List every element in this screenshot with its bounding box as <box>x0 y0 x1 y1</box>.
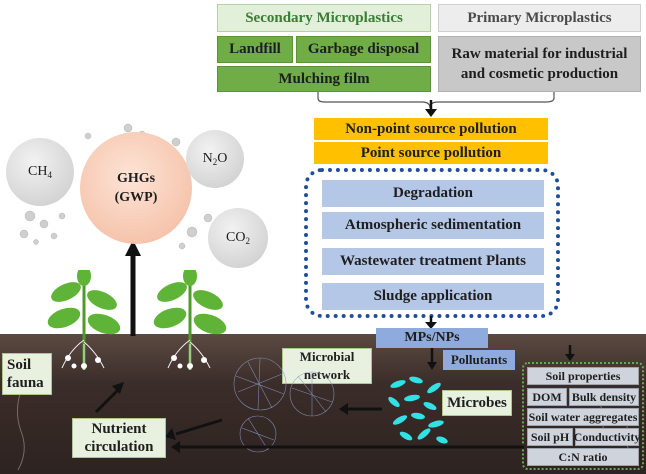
soil-property-dom: DOM <box>527 388 567 406</box>
point-source-box: Point source pollution <box>314 142 548 164</box>
non-point-source-box: Non-point source pollution <box>314 118 548 140</box>
primary-microplastics-title: Primary Microplastics <box>438 4 641 32</box>
arrow-left-icon <box>339 403 382 415</box>
pathway-degradation: Degradation <box>322 180 544 207</box>
secondary-microplastics-title: Secondary Microplastics <box>217 4 431 32</box>
soil-property-bulk-density: Bulk density <box>569 388 639 406</box>
plant-right-icon <box>153 270 227 370</box>
arrow-left-icon <box>165 418 223 440</box>
co2-bubble: CO2 <box>208 208 268 268</box>
n2o-label: N2O <box>202 151 228 167</box>
arrow-down-icon <box>427 348 437 370</box>
microbes-label: Microbes <box>442 390 512 416</box>
arrow-left-icon <box>171 441 524 453</box>
sources-bracket <box>317 92 555 109</box>
soil-property-water-aggregates: Soil water aggregates <box>527 408 639 426</box>
raw-material-box: Raw material for industrial and cosmetic… <box>438 36 641 92</box>
arrow-up-icon <box>94 382 124 414</box>
mulching-film-box: Mulching film <box>217 66 431 92</box>
arrow-down-icon <box>425 100 437 117</box>
arrow-down-icon <box>565 345 575 361</box>
nutrient-circulation-label: Nutrient circulation <box>72 418 166 458</box>
soil-property-cn-ratio: C:N ratio <box>527 448 639 466</box>
soil-property-conductivity: Conductivity <box>574 428 640 446</box>
pathway-wastewater-treatment: Wastewater treatment Plants <box>322 248 544 275</box>
ghgs-bubble: GHGs (GWP) <box>80 132 192 244</box>
pollutants-box: Pollutants <box>443 350 515 370</box>
soil-property-ph: Soil pH <box>527 428 573 446</box>
ghgs-label: GHGs <box>116 171 156 186</box>
plant-left-icon <box>47 270 121 370</box>
ch4-bubble: CH4 <box>6 138 74 206</box>
co2-label: CO2 <box>226 230 250 246</box>
soil-properties-frame <box>522 362 644 470</box>
pathway-atmospheric-sedimentation: Atmospheric sedimentation <box>322 212 544 239</box>
microbial-network-illustration <box>233 357 335 453</box>
landfill-box: Landfill <box>217 36 293 63</box>
n2o-bubble: N2O <box>186 130 244 188</box>
pathway-sludge-application: Sludge application <box>322 283 544 310</box>
mps-nps-box: MPs/NPs <box>376 328 488 348</box>
soil-properties-title: Soil properties <box>527 367 639 385</box>
gwp-label: (GWP) <box>114 190 158 205</box>
soil-fauna-label: Soil fauna <box>2 353 52 395</box>
ch4-label: CH4 <box>28 164 52 180</box>
arrow-down-icon <box>425 316 437 329</box>
garbage-disposal-box: Garbage disposal <box>296 36 431 63</box>
microbes-illustration <box>388 376 448 444</box>
arrow-up-icon <box>125 240 141 336</box>
